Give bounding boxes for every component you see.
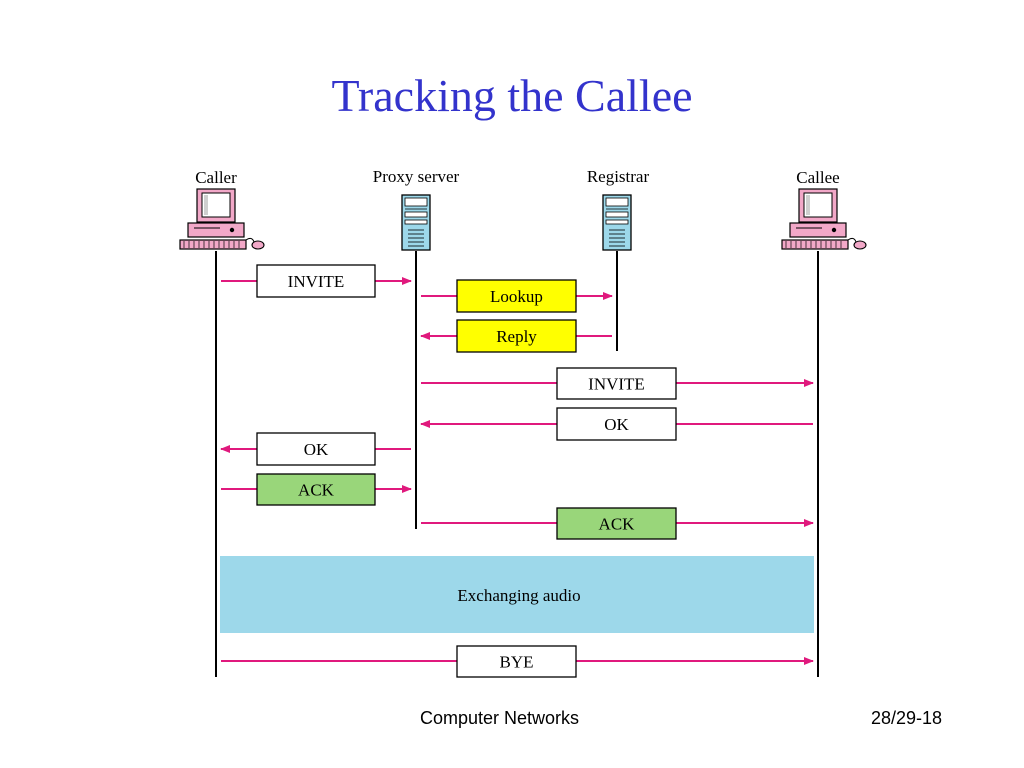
audio-exchange-label: Exchanging audio [457, 586, 580, 605]
message-label: OK [604, 415, 629, 434]
message-ok-callee-to-proxy: OK [420, 407, 813, 441]
message-bye-caller-to-callee: BYE [221, 645, 814, 678]
server-icon [401, 194, 431, 251]
message-ack-proxy-to-callee: ACK [421, 507, 814, 540]
message-label: Reply [496, 327, 537, 346]
computer-icon [179, 188, 265, 250]
message-box [556, 507, 677, 540]
entity-label-registrar: Registrar [587, 167, 650, 186]
message-label: INVITE [288, 272, 345, 291]
message-label: OK [304, 440, 329, 459]
audio-exchange-band [220, 556, 814, 633]
message-invite-caller-to-proxy: INVITE [221, 264, 412, 298]
entity-label-callee: Callee [796, 168, 839, 187]
message-box [256, 473, 376, 506]
computer-icon [781, 188, 867, 250]
message-ack-caller-to-proxy: ACK [221, 473, 412, 506]
entity-label-caller: Caller [195, 168, 237, 187]
message-box [256, 432, 376, 466]
message-label: BYE [500, 653, 534, 672]
message-label: ACK [298, 481, 335, 500]
message-label: INVITE [588, 375, 645, 394]
message-box [456, 279, 577, 313]
message-box [456, 645, 577, 678]
message-box [256, 264, 376, 298]
message-invite-proxy-to-callee: INVITE [421, 367, 814, 400]
message-box [556, 367, 677, 400]
slide-title: Tracking the Callee [331, 70, 693, 121]
message-ok-proxy-to-caller: OK [220, 432, 411, 466]
message-reply-registrar-to-proxy: Reply [420, 319, 612, 353]
message-box [556, 407, 677, 441]
message-label: Lookup [490, 287, 543, 306]
footer-page-number: 28/29-18 [871, 708, 943, 728]
message-box [456, 319, 577, 353]
message-label: ACK [599, 515, 636, 534]
entity-label-proxy: Proxy server [373, 167, 460, 186]
server-icon [602, 194, 632, 251]
message-lookup-proxy-to-registrar: Lookup [421, 279, 613, 313]
footer-course-name: Computer Networks [420, 708, 580, 728]
